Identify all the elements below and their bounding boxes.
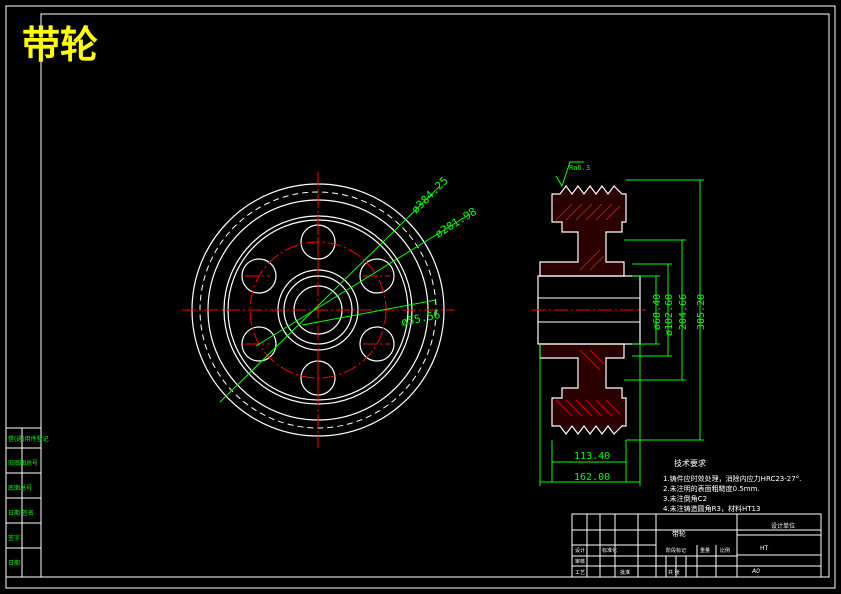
upper-rim-section [539, 185, 627, 277]
lower-rim-section [539, 343, 627, 435]
tech-item-3: 3.未注倒角C2 [663, 494, 707, 503]
title-block-sheet: 共 张 [668, 569, 680, 576]
title-block-drawing-no: 设计单位 [771, 522, 795, 530]
hole-top-left [241, 258, 277, 294]
title-block-checker: 审核 [575, 558, 585, 565]
dim-text-204: 204.66 [678, 294, 689, 330]
tech-requirements: 技术要求 1.铸件应时效处理，消除内应力HRC23-27°. 2.未注明的表面粗… [663, 458, 801, 513]
dim-text-113: 113.40 [574, 451, 610, 462]
left-cell-2: 旧底图总号 [8, 459, 38, 467]
tech-item-2: 2.未注明的表面粗糙度0.5mm. [663, 484, 760, 493]
front-centerlines [182, 172, 454, 448]
left-cell-1: 借(通)用件登记 [8, 435, 49, 443]
dim-line-55 [301, 299, 437, 326]
tech-item-1: 1.铸件应时效处理，消除内应力HRC23-27°. [663, 474, 801, 483]
left-strip: 借(通)用件登记 旧底图总号 底图总号 日期 签名 签字 日期 [5, 427, 49, 578]
title-block-process: 工艺 [575, 570, 585, 576]
drawing-title: 带轮 [22, 23, 98, 67]
title-block-material: HT [760, 545, 769, 552]
title-block-scale: 比例 [720, 547, 730, 554]
title-block-part-name: 带轮 [672, 529, 686, 538]
title-block-approve: 批准 [620, 569, 630, 576]
side-view: Ra6.3 ø68.40 ø102.60 204.66 385.20 113.4… [532, 161, 707, 486]
dim-line-384 [219, 185, 441, 403]
section-hatching [555, 203, 621, 417]
title-block-page-no: A0 [751, 568, 760, 575]
title-block: 带轮 设计单位 HT 设计 审核 工艺 标准化 批准 阶段标记 重量 比例 共 … [571, 513, 822, 578]
dim-text-162: 162.00 [574, 472, 610, 483]
dim-line-281 [255, 213, 471, 347]
roughness-symbol [555, 161, 584, 188]
front-dimension-lines [219, 185, 471, 403]
hole-bottom-left [241, 326, 277, 362]
dim-text-385: 385.20 [696, 294, 707, 330]
tech-item-4: 4.未注铸造圆角R3，材料HT13 [663, 504, 760, 513]
title-block-weight: 重量 [700, 547, 710, 554]
outer-border [5, 5, 836, 589]
title-block-stage: 阶段标记 [666, 547, 686, 554]
left-cell-3: 底图总号 [8, 484, 32, 492]
title-block-designer: 设计 [575, 547, 585, 554]
dim-text-281: ø281.98 [433, 205, 479, 241]
left-cell-6: 日期 [8, 559, 20, 567]
inner-border [40, 13, 830, 578]
dim-text-102: ø102.60 [664, 294, 675, 336]
dim-text-68: ø68.40 [652, 294, 663, 330]
tech-requirements-heading: 技术要求 [674, 458, 706, 468]
dim-text-384: ø384.25 [409, 174, 451, 216]
title-block-std: 标准化 [602, 547, 617, 554]
hole-bottom-right [359, 326, 395, 362]
side-dimension-lines [539, 179, 704, 486]
drawing-frame [5, 5, 836, 589]
hole-top-right [359, 258, 395, 294]
left-cell-5: 签字 [8, 534, 20, 542]
left-cell-4: 日期 签名 [8, 509, 34, 517]
front-view: ø384.25 ø281.98 ø55.56 [182, 172, 479, 448]
roughness-label: Ra6.3 [569, 164, 590, 172]
